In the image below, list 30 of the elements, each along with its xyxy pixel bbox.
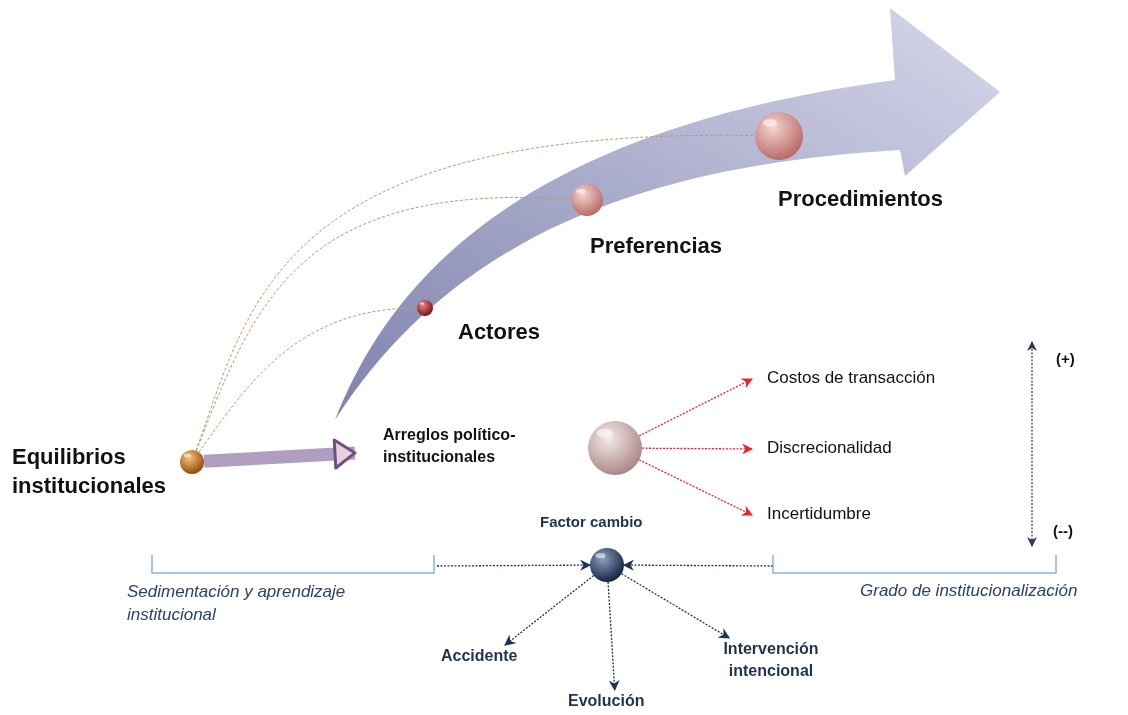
arrow [638,378,753,437]
sphere-caption: Preferencias [590,232,724,260]
sphere [588,421,642,475]
concept-label: Incertidumbre [752,502,917,528]
concept-label: Discrecionalidad [752,436,937,462]
caption-text: Grado de institucionalización [860,580,1079,602]
concept-label: Accidente [441,645,536,671]
arrow [620,573,731,639]
sphere [180,450,204,474]
sphere-caption: Procedimientos [778,185,945,213]
sphere [417,300,433,316]
arrow [203,438,357,470]
scale-label: (+) [1056,350,1075,367]
concept-label: Arreglos político-institucionales [355,424,533,472]
concept-label: Evolución [568,690,663,714]
concept-label: Intervención intencional [706,638,836,688]
sphere-caption: Actores [458,318,541,346]
sphere [755,112,803,160]
sphere [590,548,624,582]
caption-text: Sedimentación y aprendizaje institucional [127,581,347,626]
concept-label: Costos de transacción [752,366,982,392]
arrow [622,559,774,571]
arrow [436,559,592,571]
arrow [504,574,595,646]
sphere [571,184,603,216]
scale-label: (--) [1053,522,1073,539]
sphere-caption: Factor cambio [540,512,644,532]
arrow [607,581,620,692]
sphere-caption: Equilibrios institucionales [12,443,168,500]
arrow [638,459,753,516]
